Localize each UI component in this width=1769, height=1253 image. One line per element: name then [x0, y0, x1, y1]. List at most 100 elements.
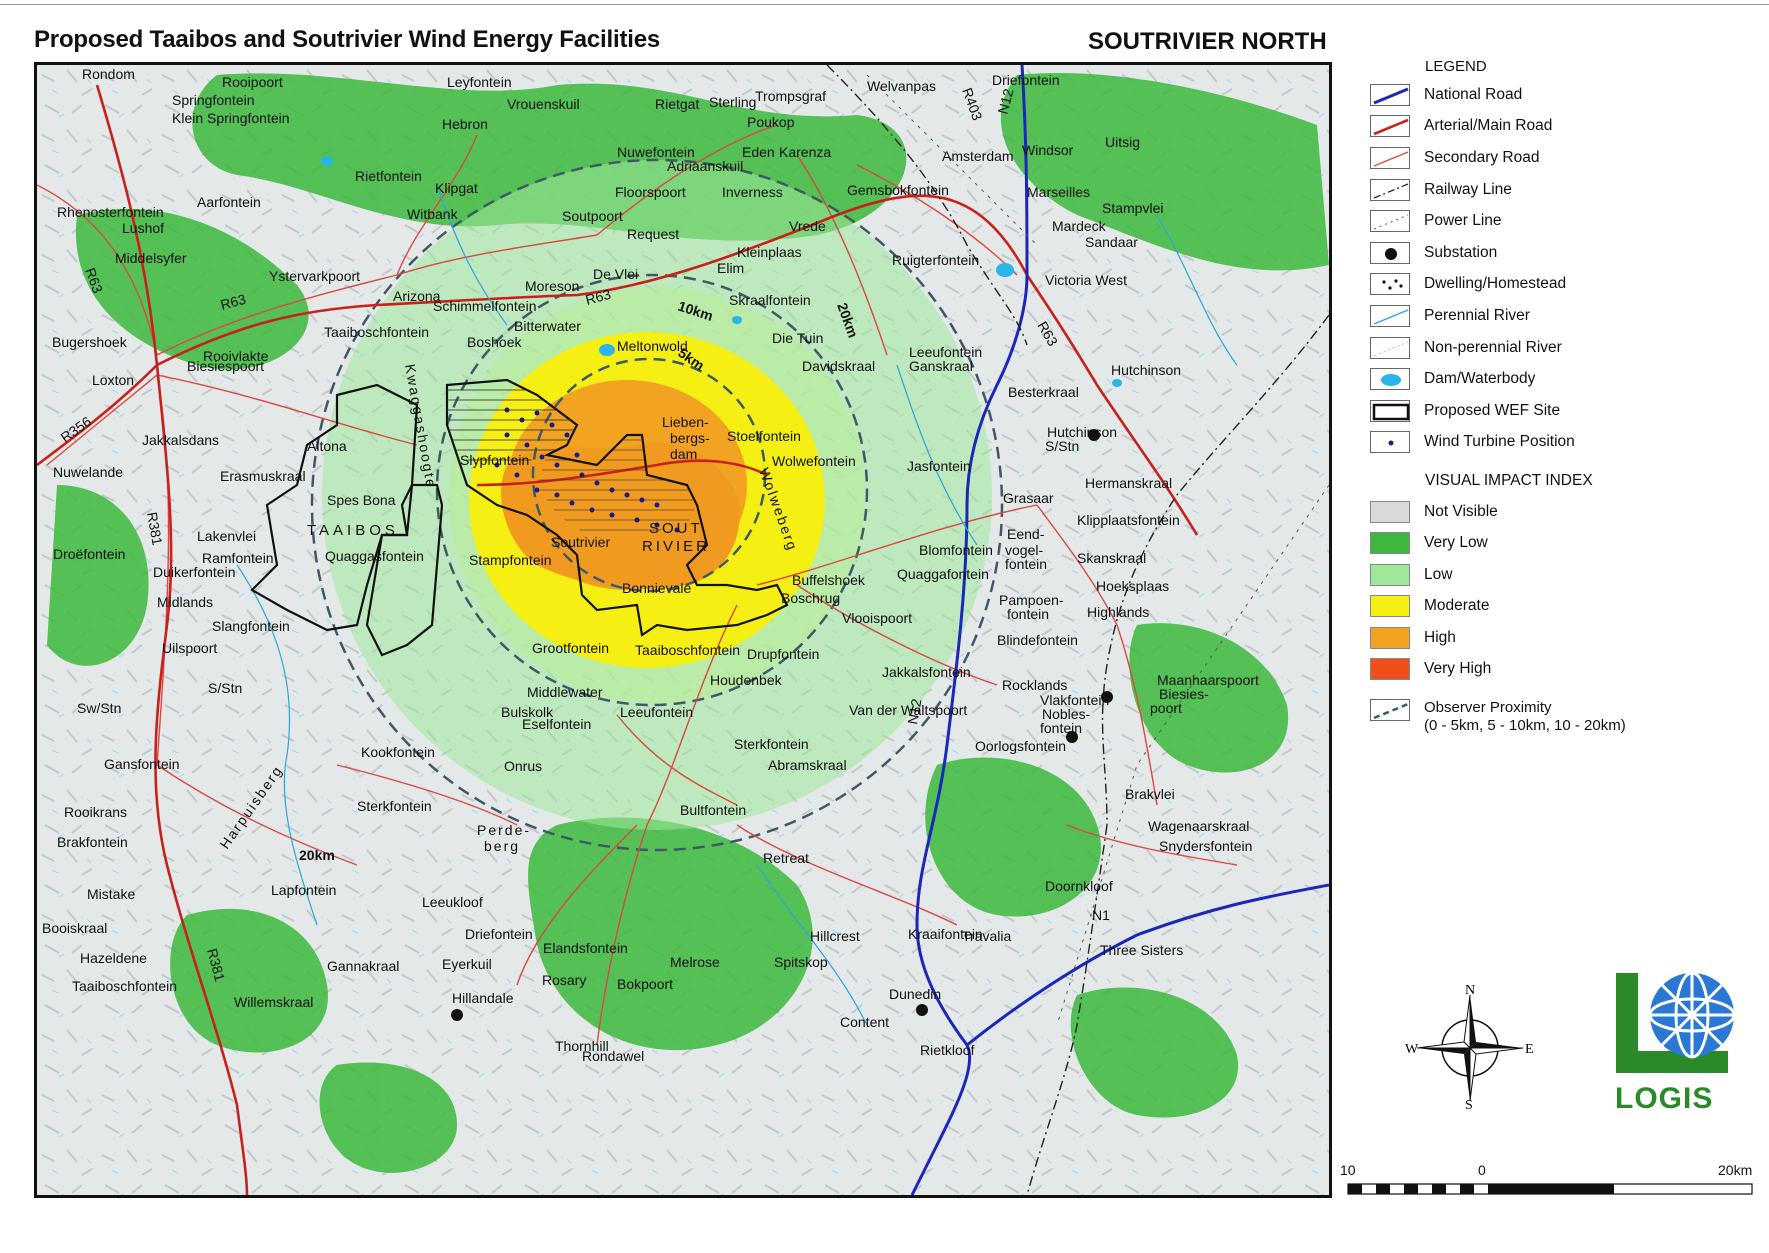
- road-label: N12: [994, 87, 1016, 116]
- legend-item-arterial-road: Arterial/Main Road: [1370, 111, 1760, 143]
- arterial-road-icon: [1370, 115, 1410, 138]
- place-label: Melrose: [670, 954, 720, 970]
- place-label: Gannakraal: [327, 958, 399, 974]
- legend-item-substation: Substation: [1370, 237, 1760, 269]
- legend-item-power-line: Power Line: [1370, 205, 1760, 237]
- legend-item-label: Arterial/Main Road: [1424, 117, 1553, 135]
- place-label: Hillandale: [452, 990, 514, 1006]
- visual-impact-label: Very Low: [1424, 534, 1488, 552]
- place-label: Hoeksplaas: [1096, 578, 1169, 594]
- map-canvas[interactable]: TAAIBOS SOUT RIVIER 5km 10km 20km 20km K…: [34, 62, 1332, 1198]
- legend-item-national-road: National Road: [1370, 79, 1760, 111]
- place-label: Ganskraal: [909, 358, 973, 374]
- place-label: Brakvlei: [1125, 786, 1175, 802]
- place-label: Soutrivier: [551, 534, 610, 550]
- place-label: Van der Waltspoort: [849, 702, 967, 718]
- place-label: Aarfontein: [197, 194, 261, 210]
- place-label: Windsor: [1022, 142, 1074, 158]
- road-label: N1: [1092, 907, 1110, 923]
- r63-road: [156, 194, 1029, 367]
- place-label: Marseilles: [1027, 184, 1090, 200]
- legend-item-perennial-river: Perennial River: [1370, 300, 1760, 332]
- perennial-rivers: [236, 184, 1238, 1026]
- place-label: Rondawel: [582, 1048, 644, 1064]
- place-label: Trompsgraf: [755, 88, 826, 104]
- place-label: Rosary: [542, 972, 586, 988]
- visual-impact-item: High: [1370, 622, 1760, 654]
- place-label: Doornkloof: [1045, 878, 1113, 894]
- substations: [451, 429, 1113, 1021]
- place-label: Bulskolk: [501, 704, 554, 720]
- ridge-label-berg: berg: [484, 838, 520, 854]
- scale-bar-graphic: [1347, 1183, 1753, 1195]
- place-label: Kleinplaas: [737, 244, 802, 260]
- legend-item-turbine: Wind Turbine Position: [1370, 427, 1760, 459]
- road-label: N12: [904, 697, 924, 725]
- place-label: Eden: [742, 144, 775, 160]
- place-label: Blomfontein: [919, 542, 993, 558]
- place-label: Bokpoort: [617, 976, 673, 992]
- place-label: Inverness: [722, 184, 783, 200]
- place-label: fontein: [1007, 606, 1049, 622]
- place-label: Witbank: [407, 206, 459, 222]
- map-subtitle: SOUTRIVIER NORTH: [1088, 28, 1327, 55]
- place-label: Mardeck: [1052, 218, 1107, 234]
- visual-impact-swatch: [1370, 595, 1410, 618]
- visual-impact-item: Not Visible: [1370, 496, 1760, 528]
- visual-impact-item: Low: [1370, 559, 1760, 591]
- place-label: Karenza: [779, 144, 831, 160]
- place-label: Floorspoort: [615, 184, 686, 200]
- perennial-river-icon: [1370, 304, 1410, 327]
- place-label: Midlands: [157, 594, 213, 610]
- place-label: Brakfontein: [57, 834, 128, 850]
- place-label: Rondom: [82, 66, 135, 82]
- wef-site-icon: [1370, 399, 1410, 422]
- compass-w: W: [1405, 1042, 1419, 1057]
- dwelling-icon: [1370, 273, 1410, 296]
- visual-impact-item: Very High: [1370, 654, 1760, 686]
- visual-impact-label: Not Visible: [1424, 502, 1498, 520]
- place-label: Wolwefontein: [772, 453, 856, 469]
- n1-road: [966, 883, 1329, 1047]
- site-label-taaibos: TAAIBOS: [307, 522, 399, 539]
- soutrivier-wef-site: [445, 378, 789, 637]
- place-label: Eselfontein: [522, 716, 591, 732]
- place-label: Content: [840, 1014, 889, 1030]
- place-label: Thornhill: [555, 1038, 609, 1054]
- r63-east-road: [1025, 274, 1199, 536]
- place-label: Leyfontein: [447, 74, 512, 90]
- place-label: Besterkraal: [1008, 384, 1079, 400]
- compass-s: S: [1465, 1098, 1473, 1110]
- place-label: Altona: [307, 438, 347, 454]
- compass-e: E: [1525, 1042, 1534, 1057]
- place-label: S/Stn: [208, 680, 242, 696]
- place-label: Leeufontein: [909, 344, 982, 360]
- place-label: Skraalfontein: [729, 292, 811, 308]
- observer-proximity-icon: [1370, 699, 1410, 722]
- north-arrow: N S W E: [1405, 983, 1535, 1115]
- place-label: fontein: [1040, 720, 1082, 736]
- place-label: Buffelshoek: [792, 572, 866, 588]
- place-label: Taaiboschfontein: [324, 324, 429, 340]
- place-label: Drupfontein: [747, 646, 819, 662]
- place-label: Elim: [717, 260, 744, 276]
- non-perennial-river-icon: [1370, 336, 1410, 359]
- legend-item-dam: Dam/Waterbody: [1370, 363, 1760, 395]
- place-label: Middlewater: [527, 684, 603, 700]
- place-label: Vlakfontein: [1040, 692, 1109, 708]
- site-label-rivier: RIVIER: [642, 538, 710, 555]
- wind-turbines: [494, 407, 680, 533]
- place-label: Stampvlei: [1102, 200, 1163, 216]
- place-label: Three Sisters: [1100, 942, 1183, 958]
- place-label: Eyerkuil: [442, 956, 492, 972]
- place-label: Bugershoek: [52, 334, 128, 350]
- place-label: Hillcrest: [810, 928, 860, 944]
- place-label: S/Stn: [1045, 438, 1079, 454]
- place-label: Lieben-: [662, 414, 709, 430]
- place-label: Wagenaarskraal: [1148, 818, 1249, 834]
- place-label: poort: [1150, 700, 1182, 716]
- legend-heading: LEGEND: [1425, 58, 1487, 75]
